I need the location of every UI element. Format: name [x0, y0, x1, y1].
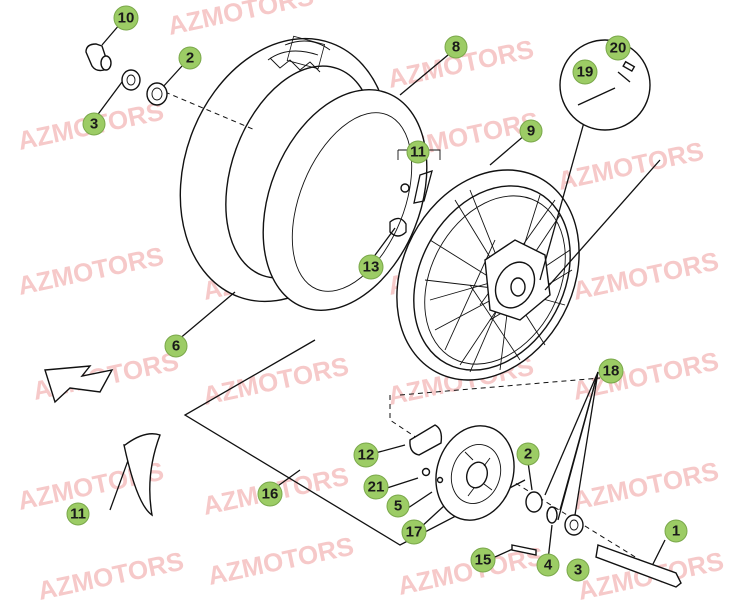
- inner-tube: [262, 89, 428, 311]
- watermark: AZMOTORS: [570, 456, 721, 516]
- axle-cap-and-bearings: [85, 43, 168, 106]
- svg-text:21: 21: [368, 479, 385, 496]
- watermark: AZMOTORS: [200, 351, 351, 411]
- label-badge: 20: [605, 35, 631, 61]
- svg-text:17: 17: [406, 524, 423, 541]
- label-badge: 1: [664, 519, 688, 543]
- svg-text:6: 6: [172, 338, 180, 355]
- part-labels: 10 2 3 8 9 11 13 6 19 20 18 12 21 5 17 1…: [66, 5, 688, 582]
- svg-text:5: 5: [394, 498, 402, 515]
- svg-text:2: 2: [186, 50, 194, 67]
- label-badge: 5: [386, 494, 410, 518]
- label-badge: 3: [82, 112, 106, 136]
- svg-text:20: 20: [610, 40, 627, 57]
- label-badge: 17: [401, 519, 427, 545]
- brake-disc-assembly: [409, 424, 682, 588]
- svg-text:13: 13: [363, 259, 380, 276]
- label-badge: 18: [598, 358, 624, 384]
- svg-text:2: 2: [524, 446, 532, 463]
- label-badge: 13: [358, 254, 384, 280]
- svg-text:8: 8: [452, 39, 460, 56]
- label-badge: 21: [363, 474, 389, 500]
- svg-text:11: 11: [410, 144, 426, 161]
- svg-text:16: 16: [262, 486, 279, 503]
- label-badge: 15: [470, 547, 496, 573]
- svg-text:3: 3: [90, 116, 98, 133]
- watermark: AZMOTORS: [570, 246, 721, 306]
- svg-text:1: 1: [672, 523, 680, 540]
- label-badge: 3: [566, 558, 590, 582]
- label-badge: 9: [519, 119, 543, 143]
- label-badge: 2: [178, 46, 202, 70]
- watermark: AZMOTORS: [205, 531, 356, 591]
- direction-arrow-icon: [44, 365, 114, 404]
- spoked-wheel: [396, 169, 580, 381]
- label-badge: 11: [406, 140, 430, 164]
- svg-text:11: 11: [70, 506, 86, 523]
- label-badge: 16: [257, 481, 283, 507]
- watermark: AZMOTORS: [570, 346, 721, 406]
- svg-text:9: 9: [527, 123, 535, 140]
- label-badge: 2: [516, 442, 540, 466]
- svg-text:12: 12: [358, 447, 375, 464]
- watermark: AZMOTORS: [15, 241, 166, 301]
- label-badge: 12: [353, 442, 379, 468]
- mudguard-piece: [123, 433, 161, 517]
- svg-text:10: 10: [118, 10, 135, 27]
- watermark: AZMOTORS: [35, 546, 186, 606]
- label-badge: 4: [536, 553, 560, 577]
- svg-text:18: 18: [603, 363, 620, 380]
- label-badge: 11: [66, 502, 90, 526]
- svg-text:3: 3: [574, 562, 582, 579]
- svg-text:15: 15: [475, 552, 492, 569]
- watermark: AZMOTORS: [165, 0, 316, 41]
- svg-text:19: 19: [577, 64, 594, 81]
- label-badge: 8: [444, 35, 468, 59]
- label-badge: 10: [113, 5, 139, 31]
- svg-text:4: 4: [544, 557, 553, 574]
- label-badge: 19: [572, 59, 598, 85]
- label-badge: 6: [164, 334, 188, 358]
- spoke-detail: [559, 39, 651, 131]
